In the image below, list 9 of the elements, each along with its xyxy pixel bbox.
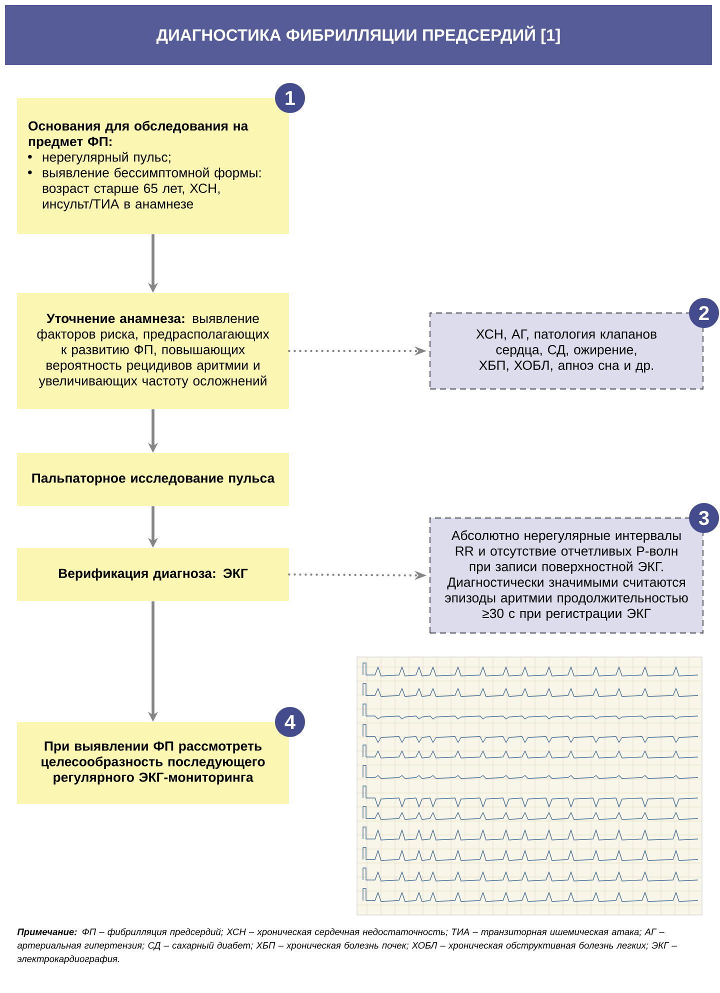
step-number-badge: 2: [689, 298, 719, 328]
process-box: Пальпаторное исследование пульса: [17, 453, 289, 506]
step-number-badge: 3: [689, 503, 719, 533]
step-number-badge: 1: [275, 83, 305, 113]
title-banner: ДИАГНОСТИКА ФИБРИЛЛЯЦИИ ПРЕДСЕРДИЙ [1]: [5, 4, 712, 65]
process-box: Уточнение анамнеза: выявление факторов риска, предрасполагающих к развитию ФП, повышающих вероятность рецидивов аритмии и увеличивающих частоту осложнений: [17, 293, 289, 409]
note-text: Примечание: ФП – фибрилляция предсердий; ХСН – хроническая сердечная недостаточность; ТИА – транзиторная ишемическая атака; АГ – артериальная гипертензия; СД – сахарный диабет; ХБП – хроническая болезнь почек; ХОБЛ – хроническая обструктивная болезнь легких; ЭКГ – электрокардиография.: [17, 928, 677, 964]
step-number-badge: 4: [275, 707, 305, 737]
process-box: Верификация диагноза: ЭКГ: [17, 548, 289, 601]
